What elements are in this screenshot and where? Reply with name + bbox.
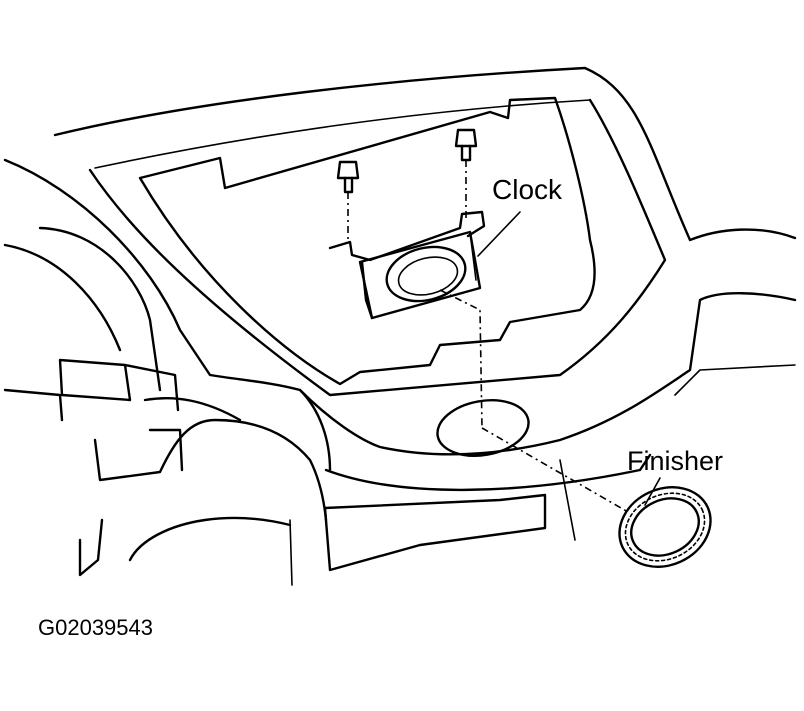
finisher-callout-label: Finisher [627,446,724,476]
dash-lower-panel [324,453,652,492]
finisher-ring [618,486,712,568]
left-column-body [93,418,328,522]
figure-id: G02039543 [38,615,153,640]
screw-left [336,160,360,240]
left-upper-curve [3,243,122,352]
dash-lower-edge [298,292,797,456]
leader-clock [477,211,521,257]
alignment-opening-to-finisher [481,427,629,513]
leader-finisher [644,477,661,506]
left-arch [38,226,162,392]
finisher-opening [436,399,530,457]
dashboard-top-edge [53,66,797,242]
left-block [3,358,180,422]
clock-unit [328,210,486,320]
left-housing [3,158,332,472]
dashboard-top-inner-edge [94,99,591,169]
screw-right [454,128,478,220]
alignment-clock-to-opening [439,289,483,429]
dash-lower-box [323,493,547,572]
panel-opening-outer [88,98,667,397]
left-column-detail [78,397,292,577]
clock-callout-label: Clock [492,174,563,205]
dash-lower-lines [289,364,796,586]
panel-opening-inner [138,96,596,386]
